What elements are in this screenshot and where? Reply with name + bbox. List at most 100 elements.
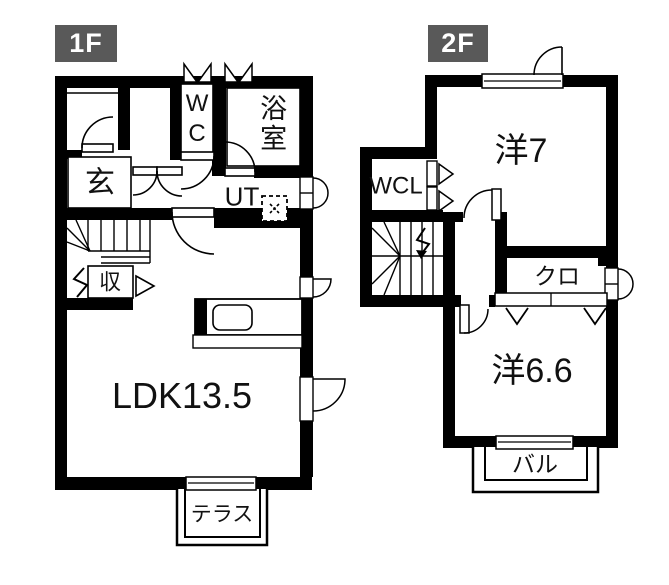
- room-label-bath: 浴室: [256, 94, 287, 154]
- room-label-terrace: テラス: [190, 502, 254, 526]
- floor2-doors: [426, 160, 608, 334]
- wall-segment: [425, 75, 482, 87]
- room-label-wc: WC: [183, 90, 211, 150]
- room7-door-arc: [463, 189, 493, 219]
- room-label-room66: 洋6.6: [491, 352, 573, 391]
- wall-segment: [170, 84, 182, 160]
- kitchen-counter-end: [195, 299, 207, 335]
- casement-window-arc: [617, 268, 634, 285]
- storage-box: [87, 265, 134, 299]
- double-door-leaf: [132, 166, 158, 176]
- wall-segment: [489, 295, 495, 307]
- stair-winder-line: [371, 227, 401, 257]
- kitchen-lower-ledge: [192, 334, 303, 349]
- floor1-stairs: [66, 219, 156, 298]
- balcony-inner-rect: [484, 447, 588, 481]
- awning-window-icon: [224, 61, 240, 83]
- casement-window-arc: [312, 278, 332, 298]
- wc-door-arc: [180, 155, 215, 190]
- floor2-walls: [360, 75, 618, 448]
- terrace-structure: [175, 476, 269, 547]
- wall-segment: [55, 150, 82, 159]
- wall-segment: [360, 159, 372, 307]
- floor1-label-badge: 1F: [55, 25, 117, 62]
- floor2-label-badge: 2F: [428, 25, 488, 62]
- room7-door-leaf: [491, 188, 502, 221]
- wall-segment: [425, 75, 437, 147]
- wall-segment: [563, 75, 618, 87]
- bifold-arrow-icon: [438, 189, 455, 213]
- room66-door-arc: [463, 308, 489, 334]
- wc-room-box: [180, 83, 214, 157]
- stair-winder-line: [383, 221, 401, 257]
- wcl-bifold-panel: [426, 186, 438, 211]
- bath-unit-box: [226, 87, 301, 167]
- casement-window-arc: [312, 177, 329, 194]
- ldk-door-leaf: [171, 207, 215, 218]
- casement-window-arc: [312, 192, 329, 209]
- wall-segment: [606, 75, 618, 268]
- awning-window-icon: [196, 61, 212, 83]
- wall-segment: [300, 421, 313, 477]
- wall-segment: [118, 88, 130, 150]
- wall-segment: [455, 295, 461, 307]
- stair-winder-line: [383, 255, 401, 296]
- wall-segment: [495, 246, 608, 258]
- floor1-fixtures: [67, 83, 303, 349]
- wall-segment: [360, 147, 437, 159]
- casement-window-frame: [299, 376, 314, 422]
- floor1-walls: [55, 76, 313, 490]
- floor2-stairs: [371, 221, 443, 296]
- folding-door-arrow-icon: [135, 274, 156, 298]
- stair-direction-arrow-icon: [415, 227, 431, 257]
- bifold-arrow-icon: [438, 162, 455, 186]
- room-label-room7: 洋7: [494, 132, 548, 171]
- awning-window-icon: [183, 61, 199, 83]
- casement-window-arc: [533, 46, 563, 76]
- wall-segment: [300, 298, 313, 377]
- stair-winder-line: [66, 241, 91, 252]
- wall-segment: [212, 76, 226, 176]
- balcony-structure: [471, 435, 600, 494]
- floor1-windows: [183, 61, 346, 422]
- entrance-box: [67, 156, 132, 209]
- double-door-leaf: [156, 166, 183, 176]
- wall-segment: [443, 212, 455, 295]
- ldk-door-arc: [171, 211, 215, 255]
- closet-v-mark-icon: [505, 307, 529, 326]
- terrace-inner-rect: [184, 489, 261, 538]
- kitchen-sink: [212, 304, 253, 331]
- casement-window-arc: [617, 283, 634, 300]
- stair-arrow-head-icon: [416, 250, 427, 259]
- wall-segment: [443, 436, 498, 448]
- wall-segment: [455, 212, 463, 222]
- room-label-ldk: LDK13.5: [111, 375, 253, 417]
- wall-segment: [360, 295, 455, 307]
- room-label-storage: 収: [98, 269, 122, 295]
- wc-door-leaf: [180, 151, 215, 161]
- stair-winder-line: [371, 255, 401, 285]
- wall-segment: [360, 210, 443, 222]
- stair-winder-line: [75, 219, 91, 252]
- wall-segment: [254, 166, 312, 178]
- room66-door-leaf: [459, 304, 470, 334]
- casement-window-frame: [299, 276, 314, 299]
- closet-door-leaf: [81, 143, 114, 153]
- wall-segment: [606, 300, 618, 448]
- casement-window-arc: [312, 378, 346, 412]
- wall-segment: [55, 477, 312, 490]
- room-label-entrance: 玄: [85, 166, 115, 200]
- wall-segment: [55, 76, 67, 490]
- floor1-doors: [81, 116, 256, 255]
- closet-v-mark-icon: [583, 307, 607, 326]
- closet-door-arc: [81, 116, 114, 149]
- room-label-wcl: WCL: [369, 172, 423, 200]
- washer-pan-cross-icon: [269, 203, 280, 214]
- folding-door-icon: [72, 267, 89, 298]
- bath-door-arc: [224, 141, 256, 173]
- double-door-arc: [156, 170, 183, 197]
- wall-segment: [55, 298, 133, 310]
- wall-segment: [598, 258, 608, 266]
- wall-segment: [55, 208, 172, 220]
